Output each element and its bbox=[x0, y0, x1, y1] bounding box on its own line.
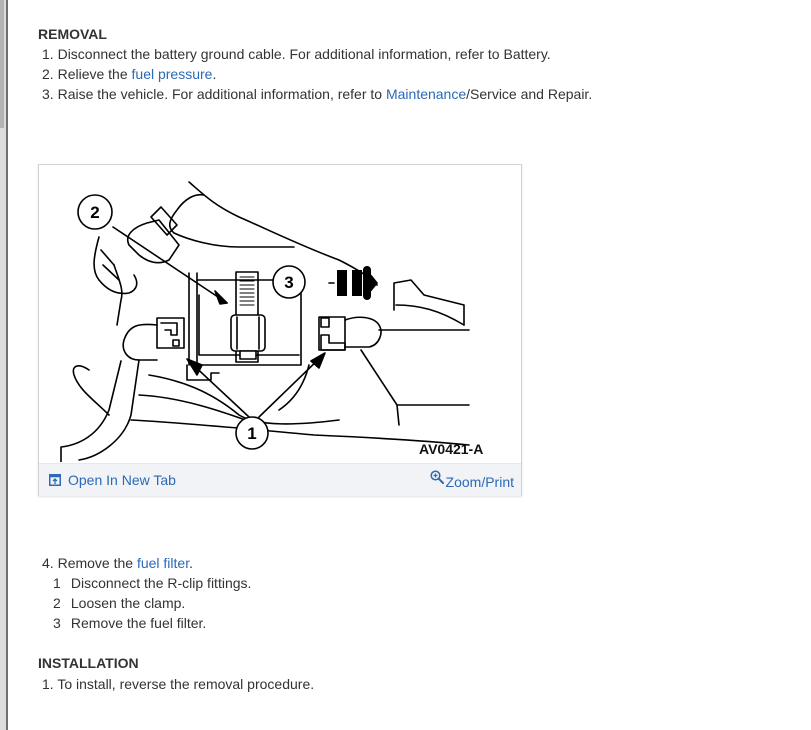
substep-text: Disconnect the R-clip fittings. bbox=[70, 575, 252, 591]
removal-step-2: 2. Relieve the fuel pressure. bbox=[42, 65, 216, 83]
fuel-pressure-link[interactable]: fuel pressure bbox=[131, 66, 213, 82]
step-number: 2. bbox=[42, 66, 54, 82]
fuel-filter-link[interactable]: fuel filter bbox=[136, 555, 190, 571]
step-text: Remove the bbox=[57, 555, 137, 571]
installation-heading: INSTALLATION bbox=[38, 655, 139, 671]
zoom-print-button[interactable]: Zoom/Print bbox=[429, 470, 514, 490]
substep-number: 3 bbox=[53, 615, 61, 631]
step-text-end: . bbox=[189, 555, 193, 571]
step-text: Relieve the bbox=[57, 66, 132, 82]
zoom-print-label: Zoom/Print bbox=[445, 474, 514, 490]
removal-step-3: 3. Raise the vehicle. For additional inf… bbox=[42, 85, 592, 103]
substep-1: 1 Disconnect the R-clip fittings. bbox=[53, 574, 251, 592]
step-number: 1. bbox=[42, 676, 54, 692]
removal-step-1: 1. Disconnect the battery ground cable. … bbox=[42, 45, 551, 63]
substep-text: Remove the fuel filter. bbox=[70, 615, 207, 631]
removal-heading: REMOVAL bbox=[38, 26, 107, 42]
left-scrollbar-thumb[interactable] bbox=[0, 0, 4, 128]
left-scrollbar[interactable] bbox=[0, 0, 6, 730]
installation-step-1: 1. To install, reverse the removal proce… bbox=[42, 675, 314, 693]
step-text: Disconnect the battery ground cable. For… bbox=[57, 46, 551, 62]
figure-code: AV0421-A bbox=[419, 441, 484, 457]
pane-divider bbox=[6, 0, 8, 730]
substep-text: Loosen the clamp. bbox=[70, 595, 186, 611]
step-text: To install, reverse the removal procedur… bbox=[57, 676, 315, 692]
callout-3: 3 bbox=[284, 273, 293, 292]
figure-footer: Open In New Tab Zoom/Print bbox=[39, 463, 521, 496]
substep-number: 1 bbox=[53, 575, 61, 591]
callout-1: 1 bbox=[247, 424, 256, 443]
step-number: 4. bbox=[42, 555, 54, 571]
step-number: 1. bbox=[42, 46, 54, 62]
step-text: Raise the vehicle. For additional inform… bbox=[57, 86, 386, 102]
maintenance-link[interactable]: Maintenance bbox=[385, 86, 467, 102]
step-text-end: . bbox=[212, 66, 217, 82]
callout-2: 2 bbox=[90, 203, 99, 222]
step-number: 3. bbox=[42, 86, 54, 102]
fuel-filter-diagram[interactable]: 2 3 1 bbox=[39, 165, 521, 462]
open-new-tab-icon bbox=[49, 474, 61, 486]
substep-2: 2 Loosen the clamp. bbox=[53, 594, 185, 612]
figure-card: 2 3 1 AV0421-A Open In New Tab bbox=[38, 164, 522, 496]
magnifier-plus-icon bbox=[429, 470, 444, 484]
step-text-end: /Service and Repair. bbox=[466, 86, 593, 102]
removal-step-4: 4. Remove the fuel filter. bbox=[42, 554, 193, 572]
open-in-new-tab-button[interactable]: Open In New Tab bbox=[49, 472, 176, 488]
substep-number: 2 bbox=[53, 595, 61, 611]
open-in-new-tab-label: Open In New Tab bbox=[68, 472, 176, 488]
substep-3: 3 Remove the fuel filter. bbox=[53, 614, 206, 632]
